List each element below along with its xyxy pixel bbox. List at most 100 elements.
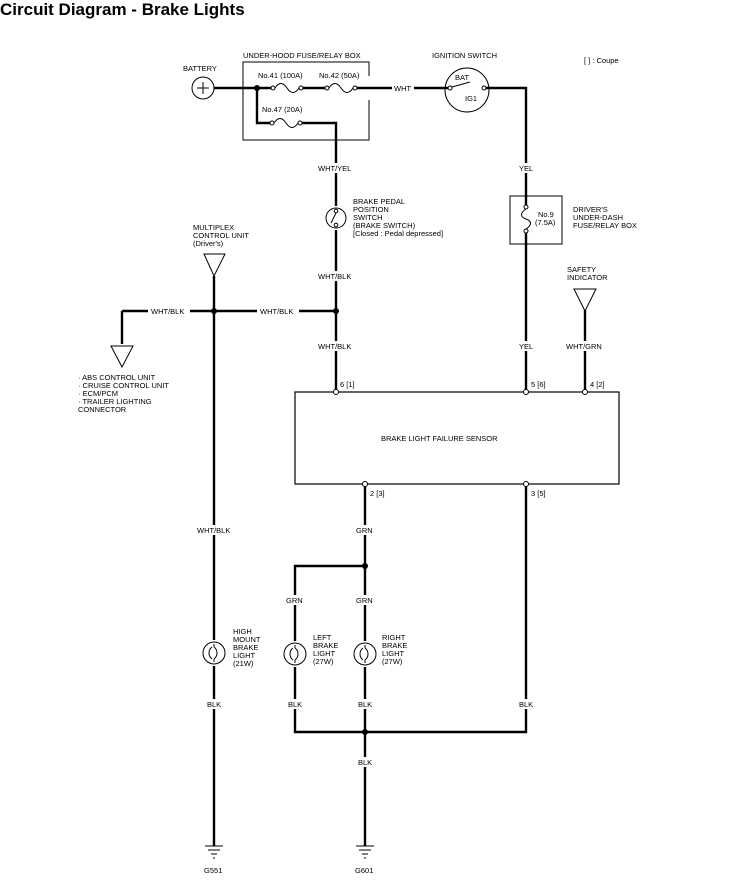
- wiring: [120, 86, 587, 846]
- safety-connector-icon: [573, 288, 597, 313]
- safety-label-line1: SAFETY: [567, 265, 596, 274]
- multiplex-control-unit: MULTIPLEX CONTROL UNIT (Driver's): [193, 223, 249, 278]
- under-hood-fuse-box: UNDER-HOOD FUSE/RELAY BOX No.41 (100A) N…: [242, 51, 370, 141]
- brake-switch-label-line3: SWITCH: [353, 213, 383, 222]
- brake-switch-label-line5: [Closed : Pedal depressed]: [353, 229, 443, 238]
- multiplex-label-line2: CONTROL UNIT: [193, 231, 249, 240]
- high-mount-brake-light: HIGH MOUNT BRAKE LIGHT (21W): [202, 627, 261, 668]
- multiplex-label-line3: (Driver's): [193, 239, 224, 248]
- ignition-switch-label: IGNITION SWITCH: [432, 51, 497, 60]
- wire-blk-pin3: [293, 484, 528, 734]
- brake-pedal-switch: BRAKE PEDAL POSITION SWITCH (BRAKE SWITC…: [325, 197, 443, 238]
- pin-3-label: 3 [5]: [531, 489, 546, 498]
- high-mount-label-line4: LIGHT: [233, 651, 256, 660]
- ground-g601-label: G601: [355, 866, 373, 875]
- ignition-bat-label: BAT: [455, 73, 469, 82]
- pin-4-label: 4 [2]: [590, 380, 605, 389]
- junctions: [211, 85, 368, 735]
- wire-label-grn-main: GRN: [356, 526, 373, 535]
- dash-box-label-line2: UNDER-DASH: [573, 213, 623, 222]
- bulb-icon: [202, 641, 226, 665]
- left-light-label-line2: BRAKE: [313, 641, 338, 650]
- junction-dot: [362, 563, 368, 569]
- wire-label-yel-bottom: YEL: [519, 342, 533, 351]
- right-light-label-line4: (27W): [382, 657, 403, 666]
- fuse-box-outline-top: [242, 61, 370, 76]
- safety-label-line2: INDICATOR: [567, 273, 608, 282]
- wire-label-wht-grn: WHT/GRN: [566, 342, 602, 351]
- right-brake-light: RIGHT BRAKE LIGHT (27W): [353, 633, 407, 666]
- junction-dot: [362, 729, 368, 735]
- multiplex-connector-icon: [203, 253, 226, 278]
- brake-switch-label-line1: BRAKE PEDAL: [353, 197, 405, 206]
- wire-yel-top: [486, 86, 528, 205]
- ignition-switch-icon: [444, 67, 490, 113]
- multiplex-label-line1: MULTIPLEX: [193, 223, 234, 232]
- wire-label-yel-top: YEL: [519, 164, 533, 173]
- right-light-label-line3: LIGHT: [382, 649, 405, 658]
- pin-6-label: 6 [1]: [340, 380, 355, 389]
- units-list-line2: · CRUISE CONTROL UNIT: [78, 381, 169, 390]
- wire-label-blk-pin3: BLK: [519, 700, 533, 709]
- junction-dot: [211, 308, 217, 314]
- wire-label-blk-high: BLK: [207, 700, 221, 709]
- legend-coupe: [ ] : Coupe: [584, 56, 619, 65]
- high-mount-label-line5: (21W): [233, 659, 254, 668]
- wire-label-wht-yel: WHT/YEL: [318, 164, 351, 173]
- ground-g551: G551: [204, 845, 223, 875]
- wire-label-blk-ground: BLK: [358, 758, 372, 767]
- junction-dot: [333, 308, 339, 314]
- left-light-label-line4: (27W): [313, 657, 334, 666]
- units-list-line4: · TRAILER LIGHTING: [78, 397, 152, 406]
- fuse-box-outline: [242, 73, 370, 141]
- wire-label-grn-right: GRN: [356, 596, 373, 605]
- left-light-label-line3: LIGHT: [313, 649, 336, 658]
- high-mount-label-line1: HIGH: [233, 627, 252, 636]
- units-list-line1: · ABS CONTROL UNIT: [78, 373, 156, 382]
- under-dash-fuse: No.9 (7.5A) DRIVER'S UNDER-DASH FUSE/REL…: [509, 195, 637, 245]
- wire-fuse47-in: [255, 88, 270, 125]
- fuse-41-label: No.41 (100A): [258, 71, 303, 80]
- left-light-label-line1: LEFT: [313, 633, 332, 642]
- ground-g601: G601: [355, 845, 374, 875]
- fuse-47-symbol: [269, 118, 303, 128]
- brake-light-failure-sensor: BRAKE LIGHT FAILURE SENSOR 6 [1] 5 [6] 4…: [294, 380, 620, 498]
- wire-label-wht-blk-mid: WHT/BLK: [260, 307, 293, 316]
- sensor-box: [294, 391, 620, 485]
- ground-g551-label: G551: [204, 866, 222, 875]
- dash-fuse-label-line2: (7.5A): [535, 218, 556, 227]
- units-connector-icon: [110, 345, 134, 369]
- wire-label-wht-blk-left: WHT/BLK: [151, 307, 184, 316]
- battery: BATTERY: [183, 64, 217, 100]
- wire-wht-yel: [302, 121, 338, 206]
- wire-labels: WHT WHT/YEL YEL WHT/BLK WHT/BLK WHT/BLK …: [148, 83, 606, 767]
- wire-label-blk-right: BLK: [358, 700, 372, 709]
- sensor-label: BRAKE LIGHT FAILURE SENSOR: [381, 434, 498, 443]
- safety-indicator: SAFETY INDICATOR: [567, 265, 608, 313]
- brake-switch-icon: [325, 207, 347, 229]
- right-light-label-line2: BRAKE: [382, 641, 407, 650]
- dash-box-label-line3: FUSE/RELAY BOX: [573, 221, 637, 230]
- junction-dot: [254, 85, 260, 91]
- under-dash-fuse-box: [509, 195, 563, 245]
- units-list-line5: CONNECTOR: [78, 405, 127, 414]
- wire-grn-left: [293, 564, 365, 641]
- fuse-42-symbol: [324, 83, 358, 93]
- wire-label-grn-left: GRN: [286, 596, 303, 605]
- wire-label-blk-left: BLK: [288, 700, 302, 709]
- dash-box-label-line1: DRIVER'S: [573, 205, 608, 214]
- other-units: · ABS CONTROL UNIT · CRUISE CONTROL UNIT…: [78, 345, 169, 414]
- fuse-box-label: UNDER-HOOD FUSE/RELAY BOX: [243, 51, 361, 60]
- ignition-switch: IGNITION SWITCH BAT IG1: [432, 51, 497, 113]
- high-mount-label-line3: BRAKE: [233, 643, 258, 652]
- wire-label-wht-blk-sw: WHT/BLK: [318, 272, 351, 281]
- battery-icon: [191, 76, 215, 100]
- left-brake-light: LEFT BRAKE LIGHT (27W): [283, 633, 338, 666]
- brake-switch-label-line4: (BRAKE SWITCH): [353, 221, 416, 230]
- wire-label-wht-blk-high: WHT/BLK: [197, 526, 230, 535]
- fuse-42-label: No.42 (50A): [319, 71, 360, 80]
- brake-switch-label-line2: POSITION: [353, 205, 389, 214]
- pin-5-label: 5 [6]: [531, 380, 546, 389]
- high-mount-label-line2: MOUNT: [233, 635, 261, 644]
- page-title: Circuit Diagram - Brake Lights: [0, 0, 245, 19]
